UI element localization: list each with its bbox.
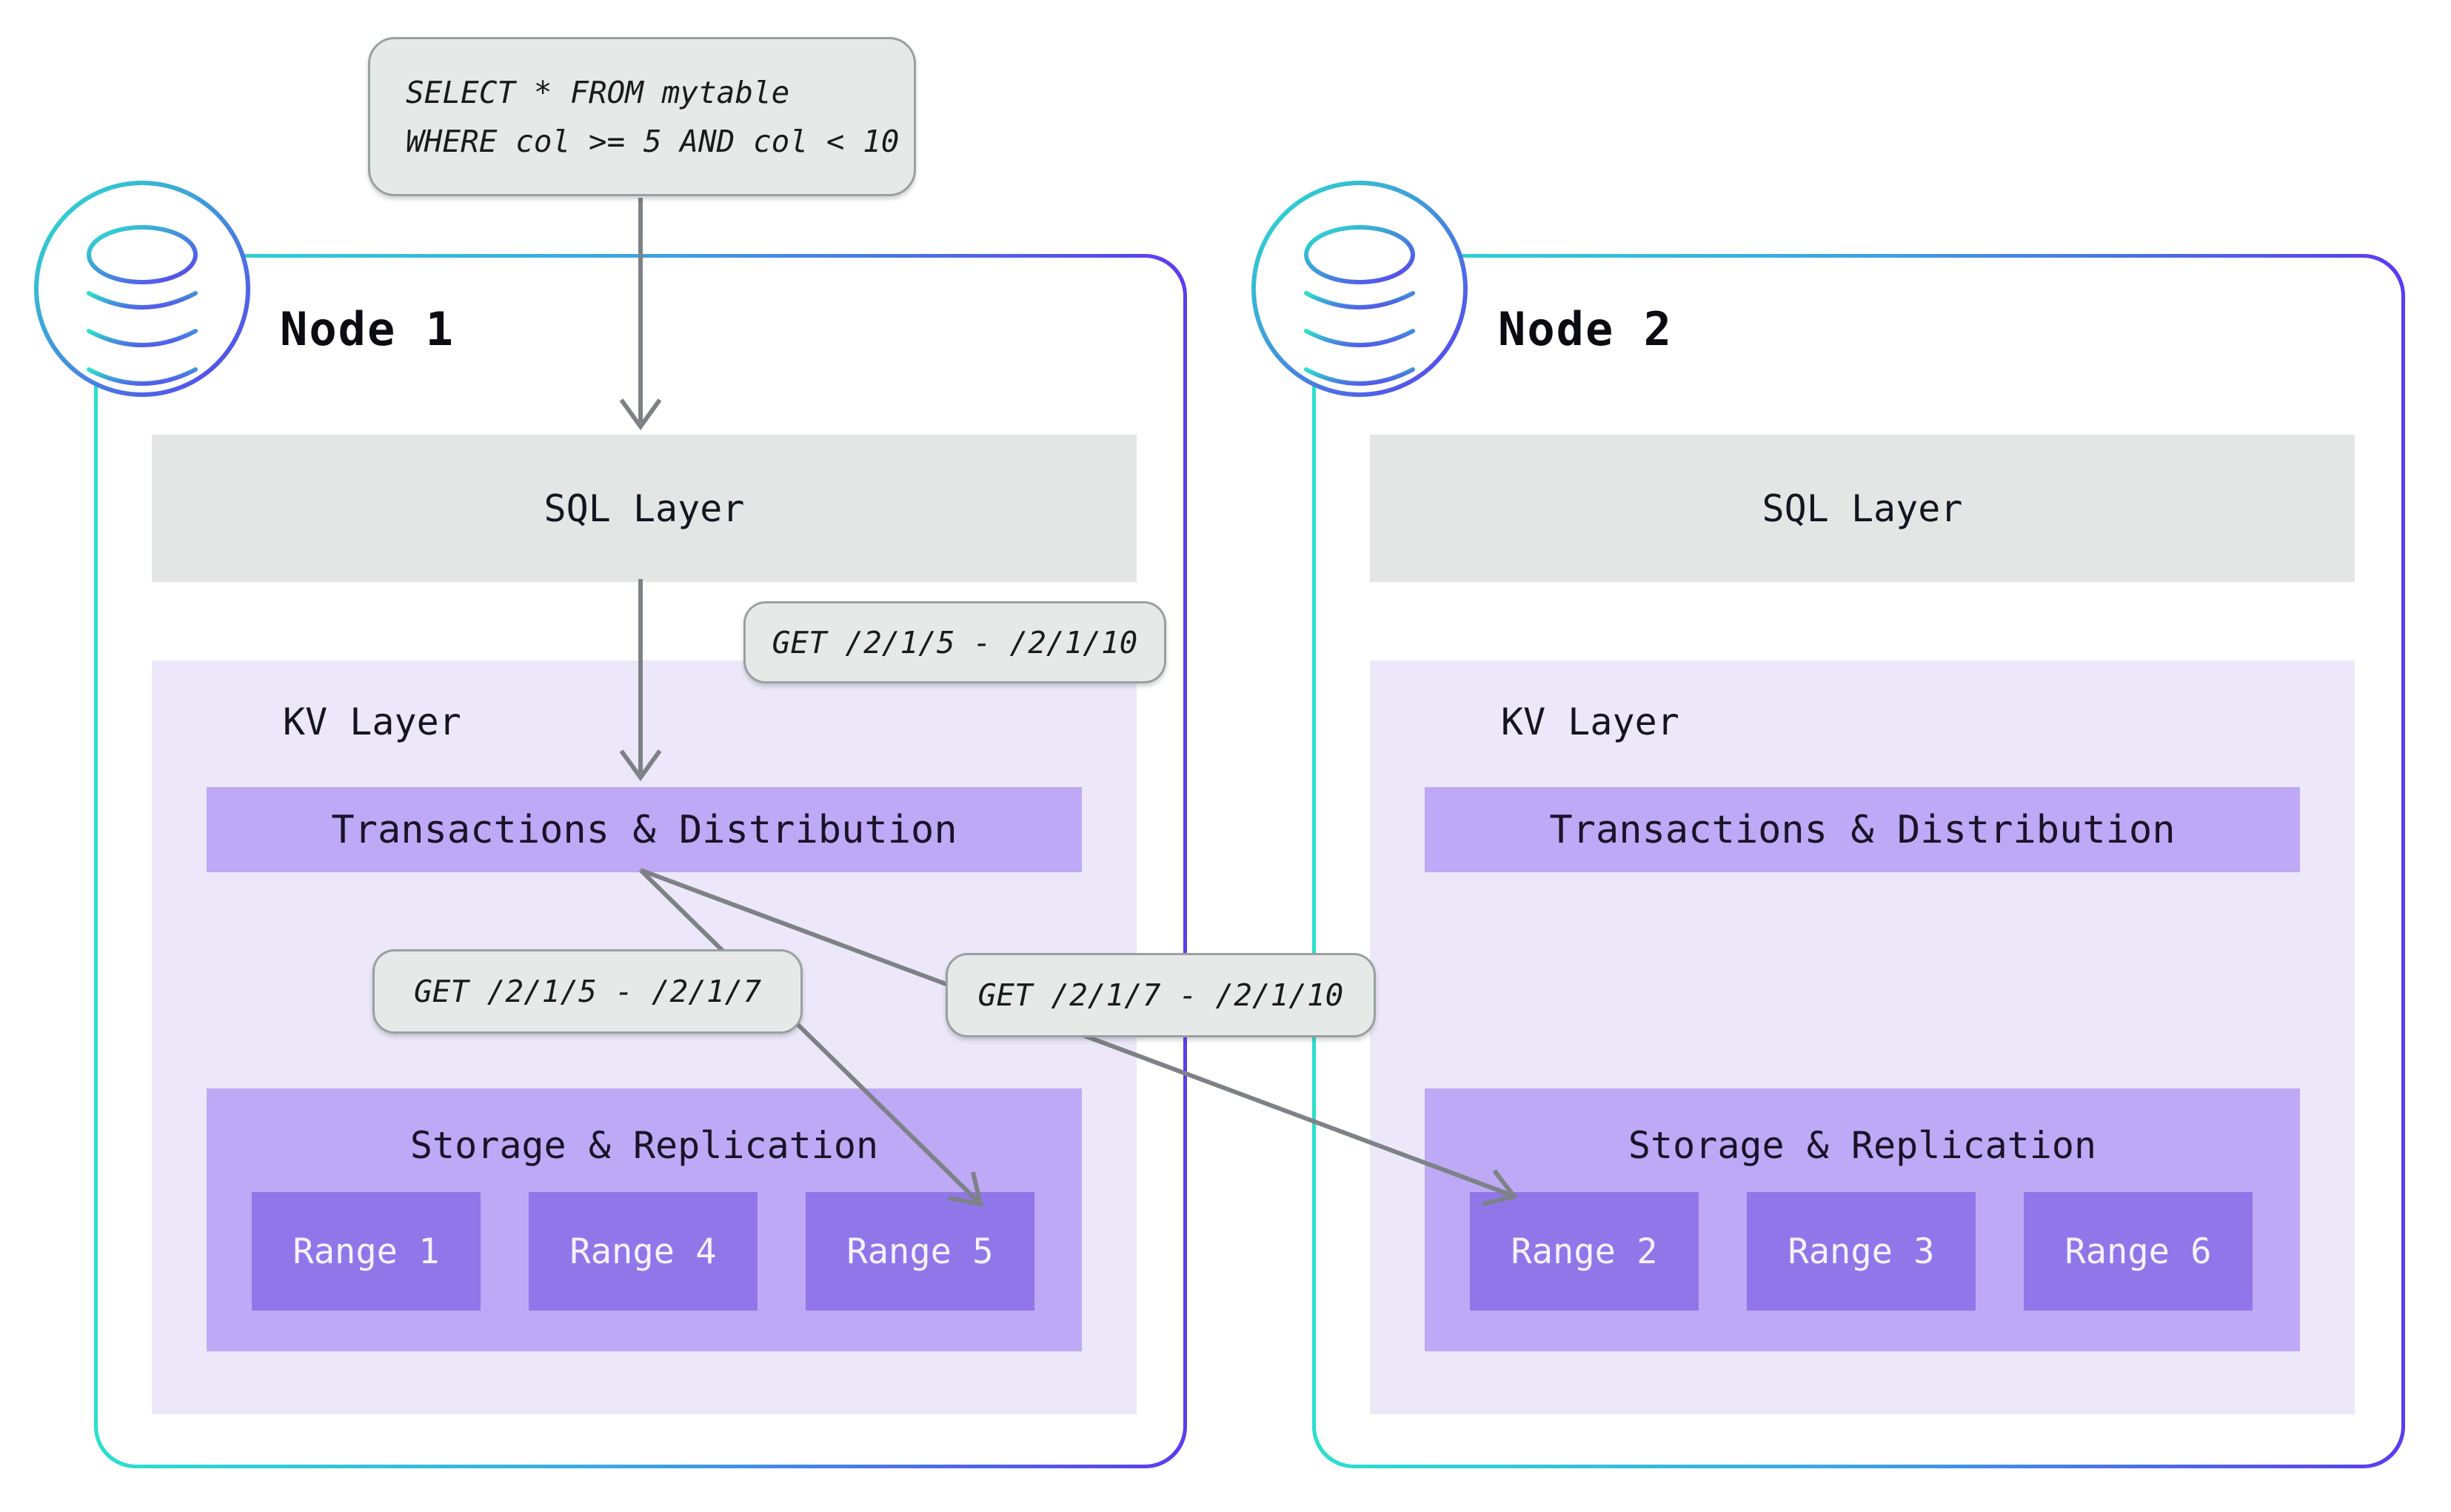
range-1-box: Range 1 <box>252 1192 481 1311</box>
sql-query-line-2: WHERE col >= 5 AND col < 10 <box>406 123 900 159</box>
node-1-storage-box: Storage & Replication Range 1 Range 4 Ra… <box>207 1088 1082 1351</box>
range-5-box: Range 5 <box>806 1192 1034 1311</box>
range-2-box: Range 2 <box>1470 1192 1699 1311</box>
sql-layer-label: SQL Layer <box>1762 486 1963 530</box>
node-1-title: Node 1 <box>280 302 455 356</box>
sql-layer-label: SQL Layer <box>544 486 745 530</box>
node-1-sql-layer: SQL Layer <box>152 435 1137 582</box>
range-3-box: Range 3 <box>1747 1192 1976 1311</box>
node-2-sql-layer: SQL Layer <box>1370 435 2355 582</box>
node-2-background: Node 2 SQL Layer KV Layer Transactions &… <box>1316 258 2401 1465</box>
node-1-background: Node 1 SQL Layer KV Layer Transactions &… <box>98 258 1183 1465</box>
node-2-storage-box: Storage & Replication Range 2 Range 3 Ra… <box>1425 1088 2300 1351</box>
storage-label: Storage & Replication <box>409 1124 879 1167</box>
get-remote-range-callout: GET /2/1/7 - /2/1/10 <box>946 953 1376 1037</box>
range-4-box: Range 4 <box>529 1192 758 1311</box>
arrowhead-kv-to-node2-range2 <box>1482 1169 1519 1206</box>
sql-query-line-1: SELECT * FROM mytable <box>406 74 790 110</box>
transactions-label: Transactions & Distribution <box>331 807 957 852</box>
get-full-range-callout: GET /2/1/5 - /2/1/10 <box>743 601 1166 683</box>
arrowhead-sql-to-kv <box>619 749 662 782</box>
node-2-title: Node 2 <box>1498 302 1673 356</box>
arrowhead-kv-to-range5 <box>948 1171 983 1207</box>
sql-query-callout: SELECT * FROM mytable WHERE col >= 5 AND… <box>368 37 916 196</box>
range-6-box: Range 6 <box>2024 1192 2253 1311</box>
get-local-range-callout: GET /2/1/5 - /2/1/7 <box>372 949 803 1034</box>
node-2-transactions-bar: Transactions & Distribution <box>1425 787 2300 872</box>
storage-label: Storage & Replication <box>1628 1124 2097 1167</box>
node-1-transactions-bar: Transactions & Distribution <box>207 787 1082 872</box>
node-2-box: Node 2 SQL Layer KV Layer Transactions &… <box>1312 254 2405 1468</box>
node-2-database-icon <box>1251 181 1468 397</box>
node-1-box: Node 1 SQL Layer KV Layer Transactions &… <box>94 254 1187 1468</box>
node-1-database-icon <box>34 181 250 397</box>
kv-layer-label: KV Layer <box>1501 700 1679 743</box>
kv-layer-label: KV Layer <box>283 700 461 743</box>
arrowhead-query-to-sql <box>619 398 662 431</box>
transactions-label: Transactions & Distribution <box>1549 807 2176 852</box>
arrow-kv-to-range5 <box>638 868 980 1203</box>
